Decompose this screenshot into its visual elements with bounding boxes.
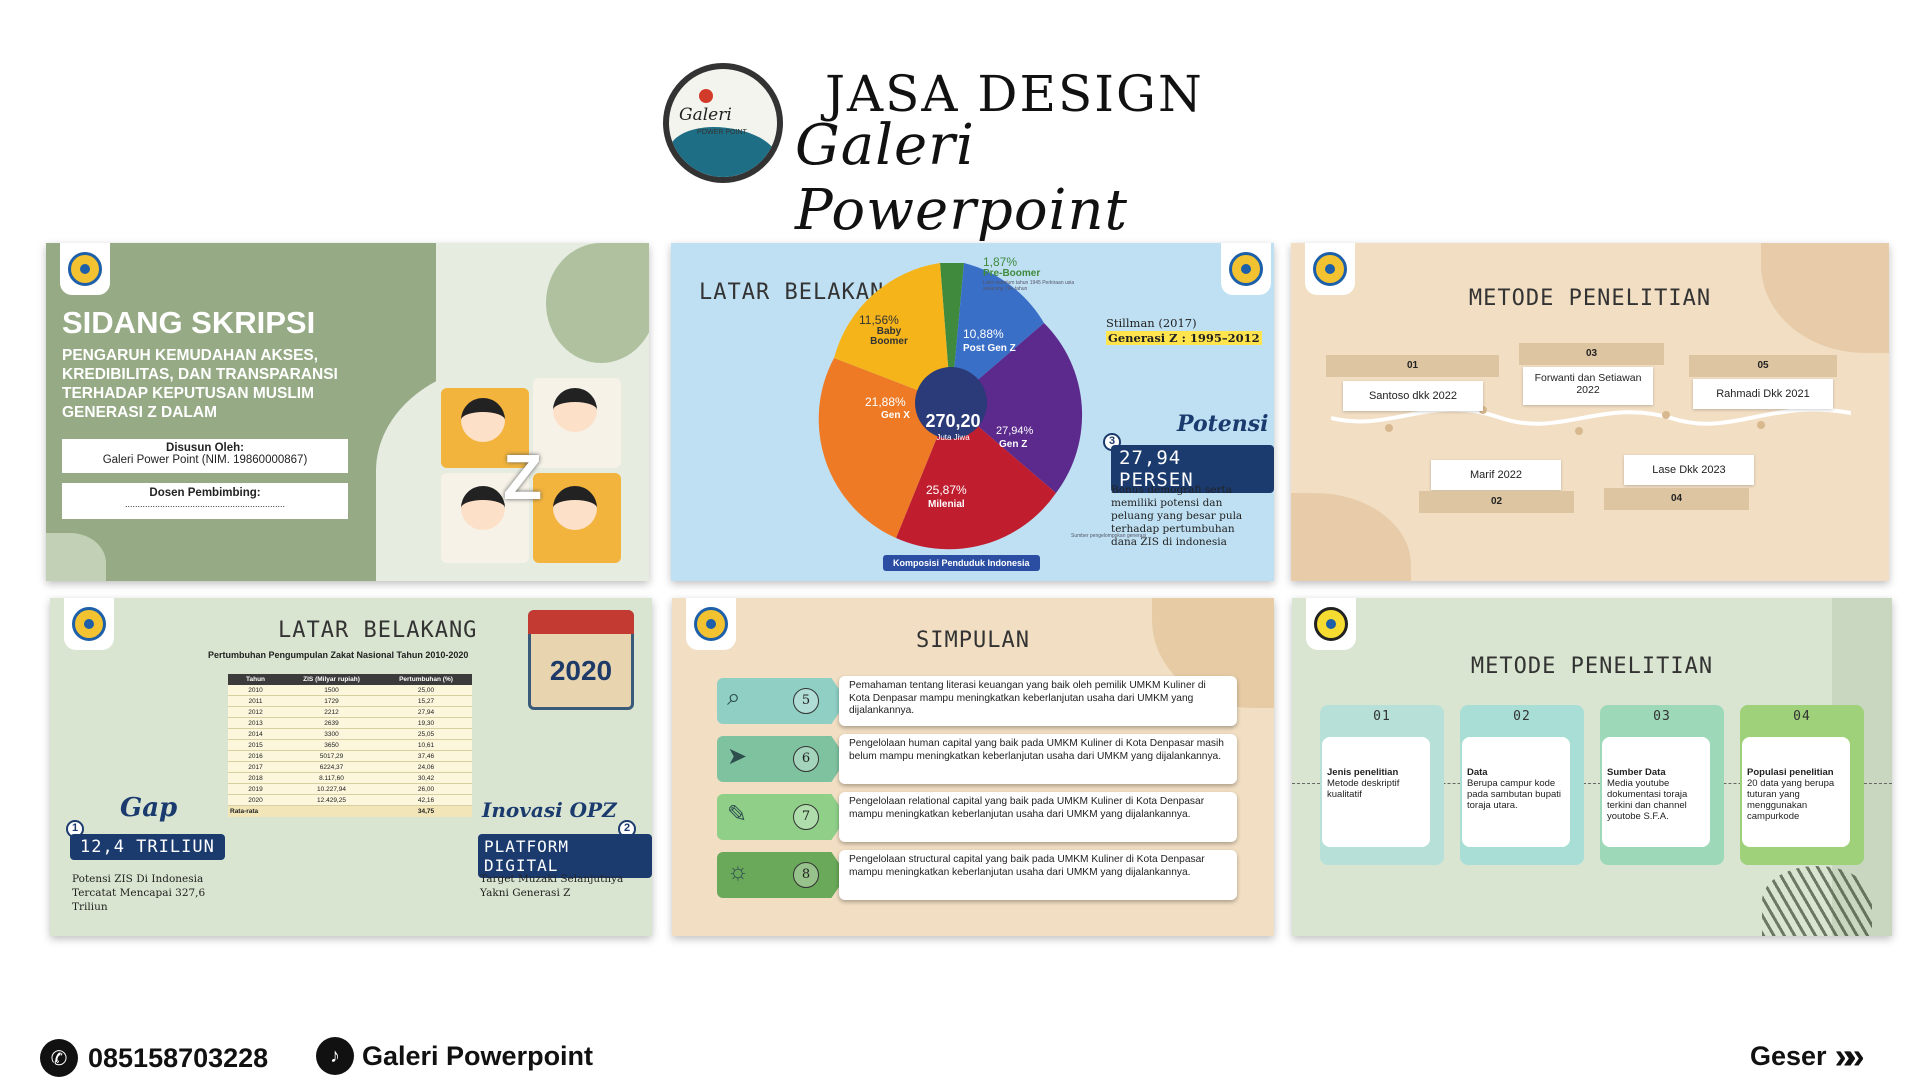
slide-4-thumbnail[interactable]: LATAR BELAKANG Pertumbuhan Pengumpulan Z… [50,598,652,936]
university-logo [64,598,114,650]
supervisor-box: Dosen Pembimbing: ......................… [62,483,348,519]
university-logo [60,243,110,295]
list-item: ☼ 8 Pengelolaan structural capital yang … [717,850,1237,900]
list-item: ⌕ 5 Pemahaman tentang literasi keuangan … [717,676,1237,726]
timeline-label: Santoso dkk 2022 [1343,381,1483,411]
pie-gen-z [951,323,1083,493]
timeline-num: 03 [1519,343,1664,365]
fern-icon [1762,866,1872,936]
pie-post-gen-z [951,263,1044,403]
timeline-num: 04 [1604,488,1749,510]
slide3-title: METODE PENELITIAN [1468,286,1712,311]
slide4-title: LATAR BELAKANG [278,618,478,643]
wrench-icon: ✎ [727,801,748,828]
university-logo [1221,243,1271,295]
timeline-label: Lase Dkk 2023 [1624,455,1754,485]
next-button[interactable]: Geser »» [1750,1035,1865,1076]
timeline-wave [1331,406,1851,435]
pie-pre-boomer [940,263,964,403]
university-logo [1305,243,1355,295]
slide1-title: SIDANG SKRIPSI [62,305,316,340]
monstera-leaf-icon [46,533,106,581]
brand-title: JASA DESIGN [825,65,1204,123]
gen-z-illustration: Z [441,378,621,563]
brand-logo: Galeri POWER POINT [663,63,783,183]
timeline-label: Rahmadi Dkk 2021 [1693,379,1833,409]
population-pie-chart [818,263,1083,550]
method-card: 04 Populasi penelitian 20 data yang beru… [1740,705,1864,865]
slide1-body: PENGARUH KEMUDAHAN AKSES, KREDIBILITAS, … [62,347,338,421]
slide-1-thumbnail[interactable]: SIDANG SKRIPSI PENGARUH KEMUDAHAN AKSES,… [46,243,649,581]
chevrons-right-icon: »» [1834,1035,1865,1076]
slide6-title: METODE PENELITIAN [1470,654,1714,679]
slide-5-thumbnail[interactable]: SIMPULAN ⌕ 5 Pemahaman tentang literasi … [672,598,1274,936]
monstera-leaf-icon [546,243,649,363]
calendar-icon: 2020 [528,610,634,710]
slide-6-thumbnail[interactable]: METODE PENELITIAN 01 Jenis penelitian Me… [1292,598,1892,936]
search-icon: ⌕ [727,684,741,711]
university-logo [686,598,736,650]
brand-subtitle: Galeri Powerpoint [795,113,1129,243]
phone-contact[interactable]: ✆ 085158703228 [40,1037,268,1079]
zakat-table: Tahun ZIS (Milyar rupiah) Pertumbuhan (%… [228,674,472,817]
method-card: 02 Data Berupa campur kode pada sambutan… [1460,705,1584,865]
slide-2-thumbnail[interactable]: LATAR BELAKANG 270,20 Juta Jiwa 1,87% Pr… [671,243,1274,581]
paper-plane-icon: ➤ [727,743,748,770]
list-item: ✎ 7 Pengelolaan relational capital yang … [717,792,1237,842]
timeline-num: 02 [1419,491,1574,513]
method-card: 01 Jenis penelitian Metode deskriptif ku… [1320,705,1444,865]
timeline-label: Marif 2022 [1431,460,1561,490]
tiktok-contact[interactable]: ♪ Galeri Powerpoint [316,1035,593,1077]
pie-baby-boomer [834,263,951,403]
phone-icon: ✆ [40,1039,78,1077]
timeline-label: Forwanti dan Setiawan 2022 [1523,367,1653,405]
tiktok-icon: ♪ [316,1037,354,1075]
slide2-title: LATAR BELAKANG [699,280,899,305]
pie-milenial [896,403,1056,550]
method-card: 03 Sumber Data Media youtube dokumentasi… [1600,705,1724,865]
timeline-num: 01 [1326,355,1499,377]
slide5-title: SIMPULAN [916,628,1030,653]
header: Galeri POWER POINT JASA DESIGN Galeri Po… [655,55,1295,243]
university-logo [1306,598,1356,650]
list-item: ➤ 6 Pengelolaan human capital yang baik … [717,734,1237,784]
timeline-num: 05 [1689,355,1837,377]
slide-3-thumbnail[interactable]: METODE PENELITIAN 01 Santoso dkk 2022 Ma… [1291,243,1889,581]
author-box: Disusun Oleh: Galeri Power Point (NIM. 1… [62,439,348,473]
lightbulb-icon: ☼ [727,858,749,885]
dashed-divider [1292,783,1892,784]
